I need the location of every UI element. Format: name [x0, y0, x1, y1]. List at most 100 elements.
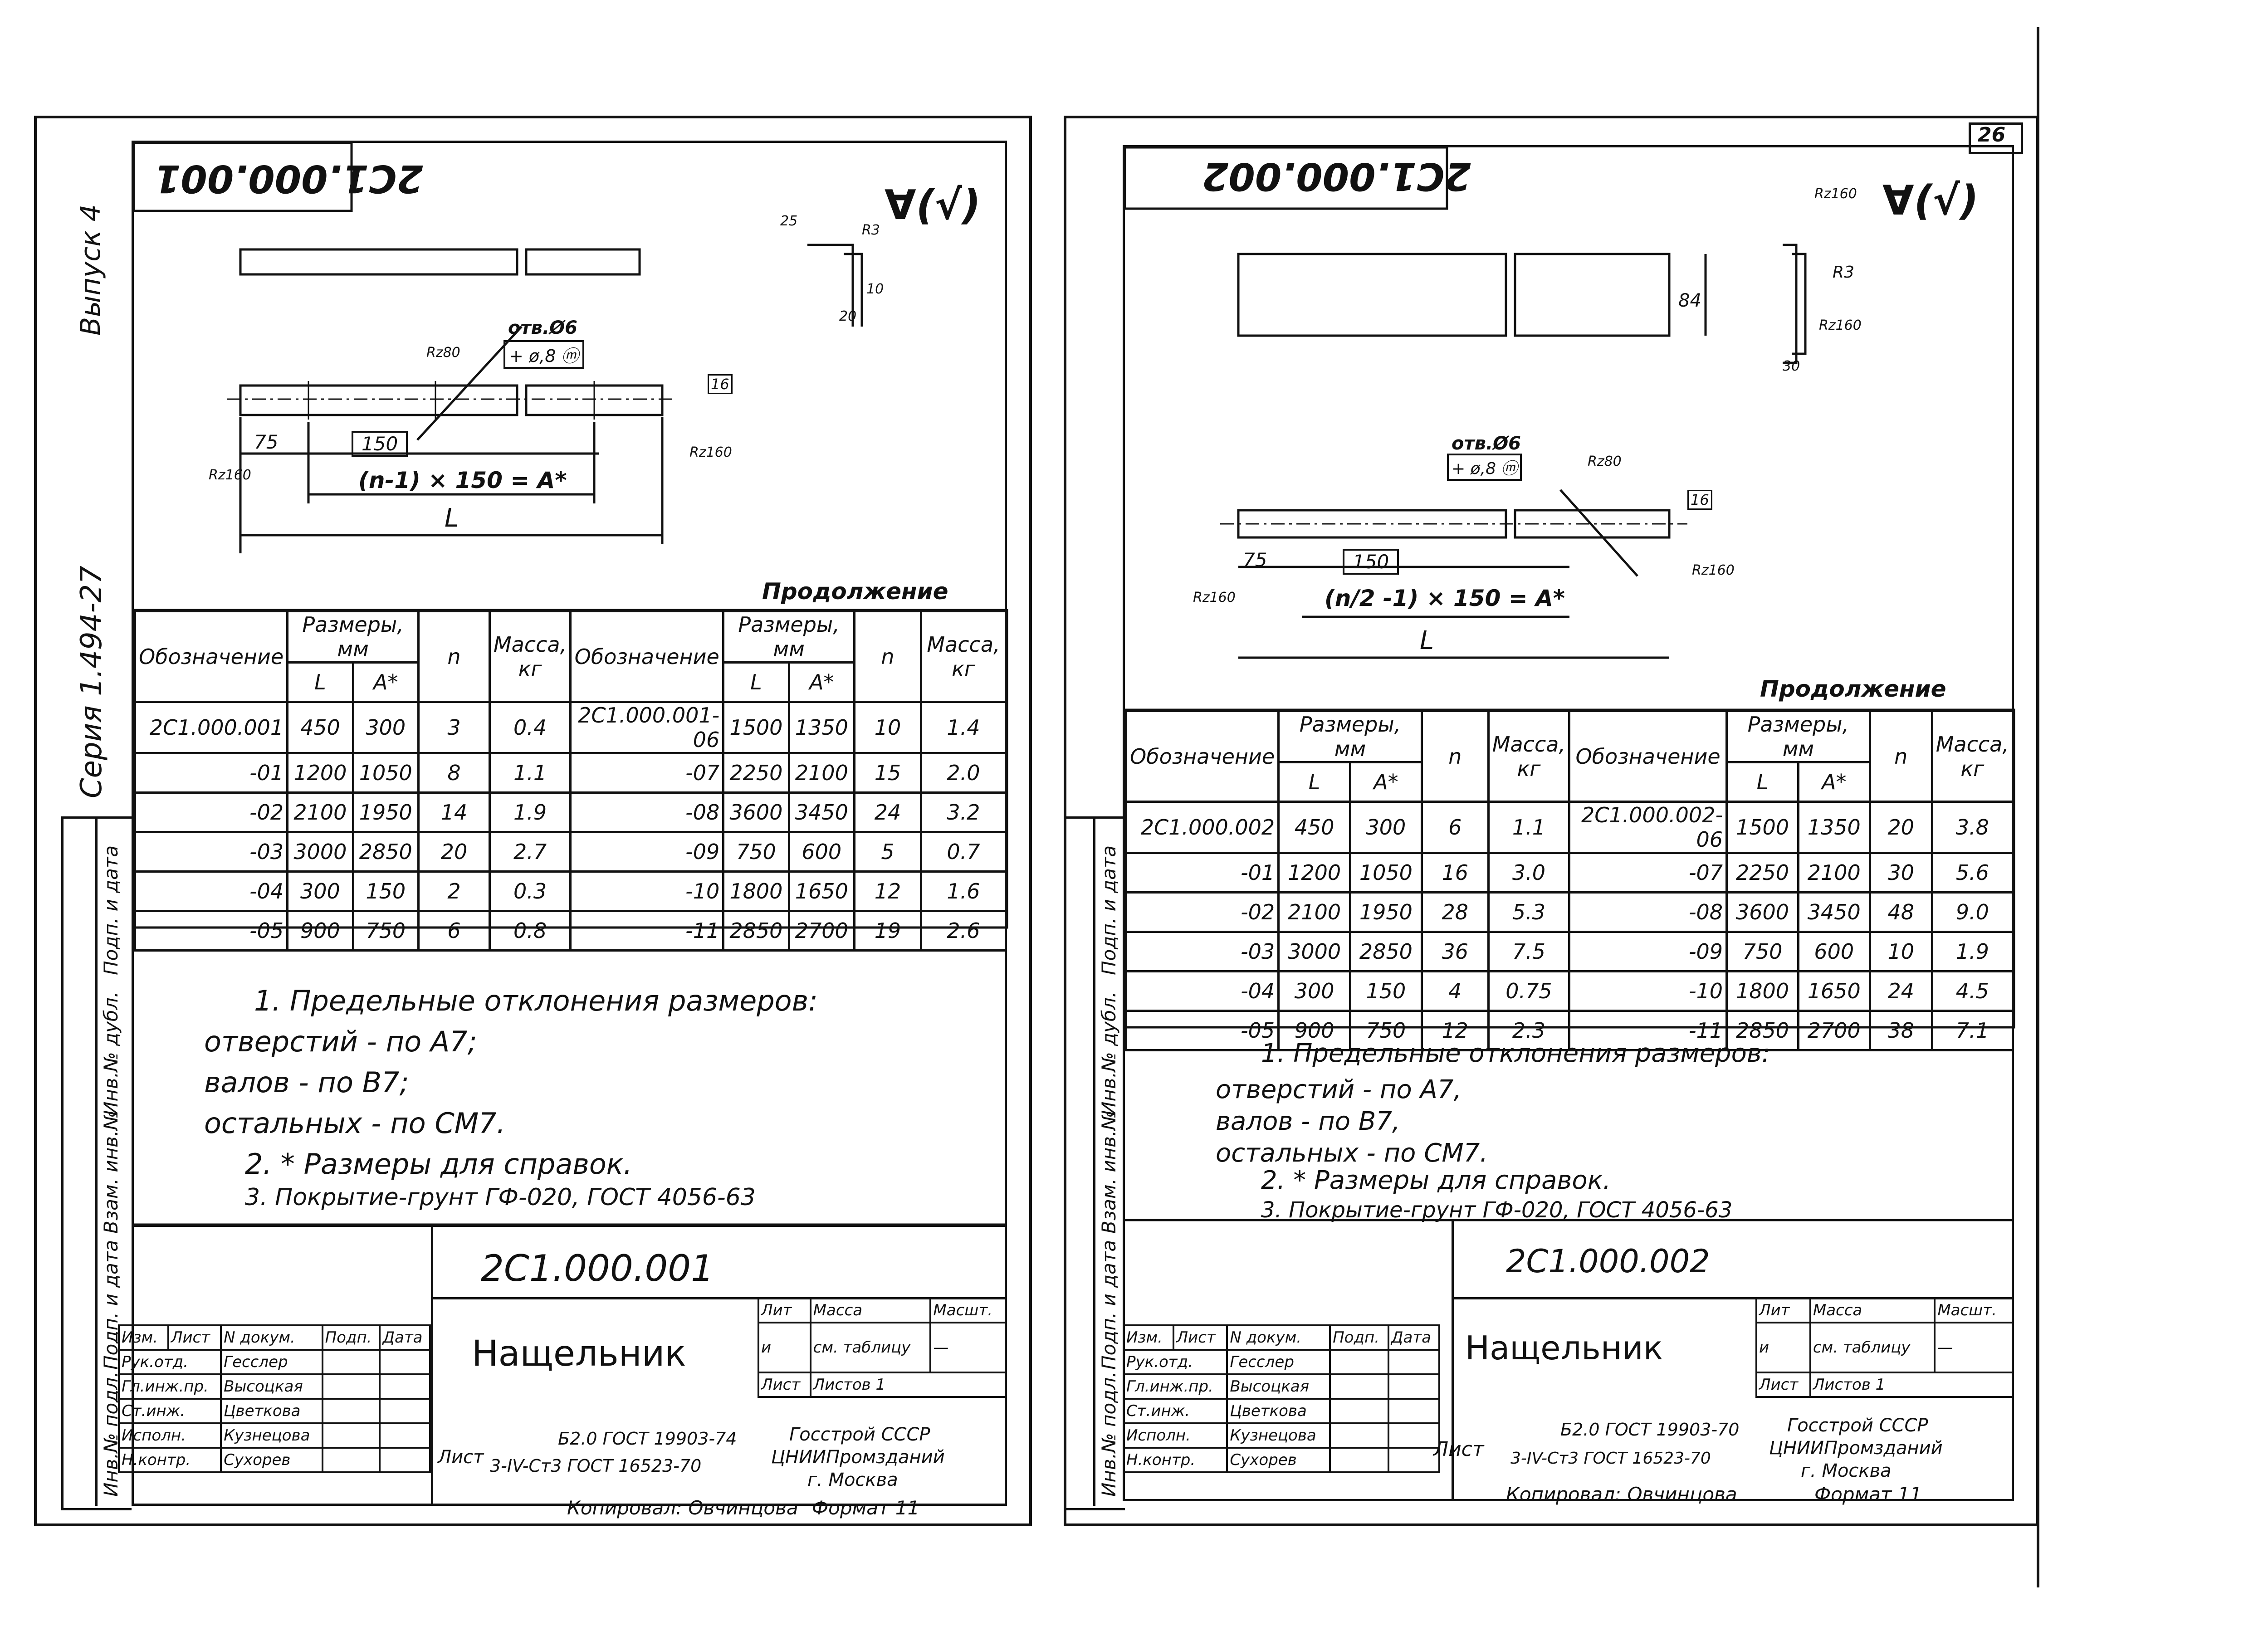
left-stamp-copied: Копировал: Овчинцова	[567, 1497, 798, 1519]
right-role-h-0: Изм.	[1122, 1324, 1175, 1351]
right-th-n: n	[1420, 710, 1490, 803]
table-cell: -08	[569, 791, 725, 833]
right-th-L-2: L	[1725, 761, 1799, 803]
stamp-date	[1387, 1398, 1441, 1424]
table-cell: 6	[417, 910, 491, 952]
left-dim-16: 16	[708, 374, 733, 394]
table-cell: -09	[569, 831, 725, 873]
left-stamp-sheets: Листов 1	[809, 1372, 1007, 1398]
table-cell: -10	[1568, 970, 1728, 1012]
stamp-person-name: Гесслер	[1226, 1349, 1331, 1375]
left-rz-6: 20	[839, 308, 857, 324]
left-stamp-format: Формат 11	[812, 1497, 920, 1519]
table-cell: 150	[352, 870, 420, 912]
table-cell: 30	[1868, 852, 1933, 894]
left-dim-formula: (n-1) × 150 = A*	[358, 467, 567, 493]
stamp-person-row: Н.контр.Сухорев	[1122, 1447, 1441, 1473]
table-cell: 2850	[722, 910, 790, 952]
left-th-L-2: L	[722, 661, 790, 703]
right-note-4: остальных - по СМ7.	[1216, 1138, 1488, 1168]
left-th-sizes: Размеры, мм	[286, 610, 420, 664]
table-cell: 38	[1868, 1010, 1933, 1051]
table-cell: 2С1.000.002-06	[1568, 801, 1728, 854]
table-cell: 300	[352, 701, 420, 754]
table-cell: 3000	[1277, 931, 1351, 972]
table-cell: 1800	[722, 870, 790, 912]
left-stamp-lit-h: Лит	[758, 1297, 811, 1323]
stamp-date	[379, 1422, 431, 1449]
right-stamp-lit-h: Лит	[1755, 1297, 1811, 1323]
table-cell: -04	[1124, 970, 1280, 1012]
left-role-h-3: Подп.	[321, 1324, 381, 1351]
stamp-signature	[321, 1422, 381, 1449]
stamp-person-row: Гл.инж.пр.Высоцкая	[117, 1373, 431, 1400]
right-rz-7: Rz160	[1692, 562, 1735, 578]
stamp-date	[1387, 1373, 1441, 1400]
stamp-signature	[1329, 1447, 1389, 1473]
table-cell: 2850	[1349, 931, 1423, 972]
table-cell: 2С1.000.001-06	[569, 701, 725, 754]
left-th-A-2: A*	[787, 661, 856, 703]
table-cell: 19	[853, 910, 922, 952]
stamp-signature	[321, 1373, 381, 1400]
left-spec-table: Обозначение Размеры, мм n Масса, кг Обоз…	[133, 610, 1007, 952]
table-cell: -07	[569, 752, 725, 794]
table-cell: 750	[1725, 931, 1799, 972]
table-cell: 1350	[1797, 801, 1871, 854]
right-stamp-lit: и	[1755, 1322, 1811, 1373]
table-cell: 1.1	[1487, 801, 1571, 854]
table-cell: 12	[853, 870, 922, 912]
left-stamp-scale: —	[929, 1322, 1007, 1373]
left-note-3: валов - по В7;	[204, 1066, 409, 1099]
stamp-person-row: Н.контр.Сухорев	[117, 1447, 431, 1473]
table-cell: 2700	[1797, 1010, 1871, 1051]
table-cell: 1800	[1725, 970, 1799, 1012]
stamp-signature	[321, 1447, 381, 1473]
left-stamp-mass-h: Масса	[809, 1297, 932, 1323]
stamp-person-name: Кузнецова	[1226, 1422, 1331, 1449]
right-stamp-docline	[1452, 1297, 2014, 1299]
right-note-5: 2. * Размеры для справок.	[1261, 1166, 1611, 1195]
stamp-signature	[1329, 1422, 1389, 1449]
stamp-signature	[1329, 1373, 1389, 1400]
stamp-signature	[321, 1349, 381, 1375]
right-stamp-sheets: Листов 1	[1809, 1372, 2014, 1398]
left-stamp-org-2: ЦНИИПромзданий	[771, 1447, 945, 1468]
right-rz-6: Rz160	[1193, 590, 1236, 605]
right-stamp-name: Нащельник	[1465, 1329, 1663, 1367]
page-number-box	[1969, 122, 2023, 154]
right-role-h-1: Лист	[1173, 1324, 1228, 1351]
table-cell: 10	[853, 701, 922, 754]
table-cell: 7.1	[1931, 1010, 2014, 1051]
table-cell: 900	[1277, 1010, 1351, 1051]
table-cell: -02	[1124, 891, 1280, 933]
table-cell: 3.2	[920, 791, 1007, 833]
left-rz-7: 25	[780, 213, 798, 229]
table-cell: 0.75	[1487, 970, 1571, 1012]
table-cell: -11	[569, 910, 725, 952]
table-cell: -05	[1124, 1010, 1280, 1051]
table-cell: 300	[1349, 801, 1423, 854]
table-cell: 36	[1420, 931, 1490, 972]
left-th-n: n	[417, 610, 491, 703]
left-note-1: 1. Предельные отклонения размеров:	[254, 984, 818, 1017]
left-th-A: A*	[352, 661, 420, 703]
right-note-3: валов - по В7,	[1216, 1107, 1400, 1136]
table-cell: 3600	[1725, 891, 1799, 933]
right-th-designation-2: Обозначение	[1568, 710, 1728, 803]
page-number: 26	[1978, 123, 2006, 146]
right-rz-1: Rz160	[1814, 186, 1857, 202]
stamp-date	[379, 1349, 431, 1375]
left-designation-mirrored: 2С1.000.001	[154, 156, 424, 201]
table-cell: 8	[417, 752, 491, 794]
left-dim-L: L	[445, 503, 459, 533]
stamp-date	[1387, 1447, 1441, 1473]
